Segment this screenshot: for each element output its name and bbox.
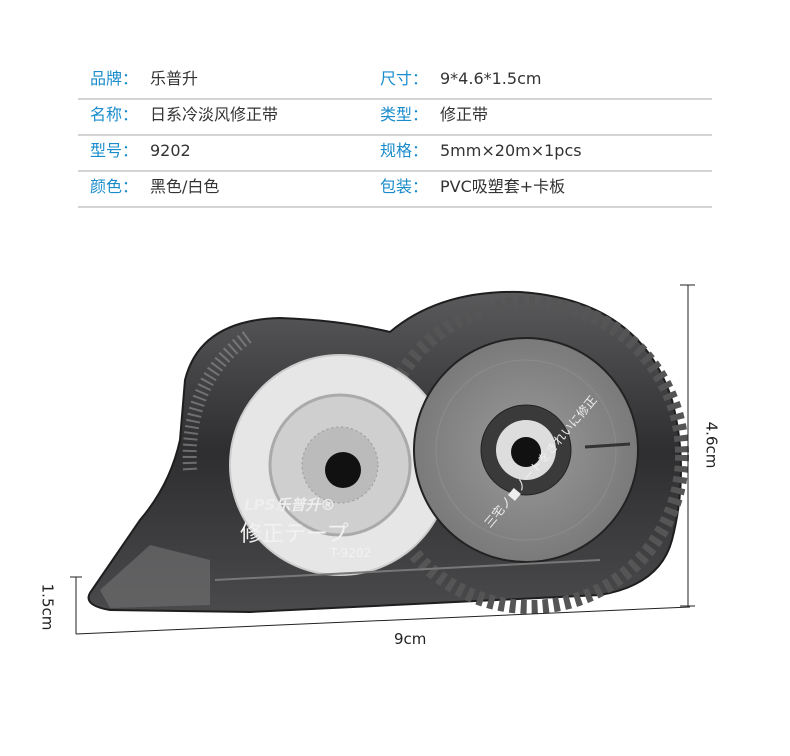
spec-value: 黑色/白色 (150, 177, 220, 196)
length-dimension: 9cm (394, 630, 427, 648)
spec-label: 名称： (90, 105, 139, 124)
dimension-lines (70, 284, 695, 635)
spec-value: 修正带 (440, 105, 489, 124)
spec-value: 5mm×20m×1pcs (440, 141, 582, 160)
thickness-dimension: 1.5cm (38, 583, 57, 631)
model-text: T-9202 (330, 546, 372, 560)
spec-label: 规格： (380, 141, 429, 160)
height-dimension: 4.6cm (702, 421, 721, 469)
spec-value: 日系冷淡风修正带 (150, 105, 279, 124)
spec-value: 9202 (150, 141, 191, 160)
spec-row-4: 颜色： 黑色/白色 包装： PVC吸塑套+卡板 (78, 170, 712, 208)
product-name-text: 修正テープ (240, 522, 349, 547)
nozzle (100, 545, 210, 608)
spec-value: PVC吸塑套+卡板 (440, 177, 566, 196)
spec-row-2: 名称： 日系冷淡风修正带 类型： 修正带 (78, 98, 712, 136)
spec-row-3: 型号： 9202 规格： 5mm×20m×1pcs (78, 134, 712, 172)
spec-row-1: 品牌： 乐普升 尺寸： 9*4.6*1.5cm (78, 62, 712, 100)
spec-label: 颜色： (90, 177, 139, 196)
spec-label: 尺寸： (380, 69, 429, 88)
spec-label: 品牌： (90, 69, 139, 88)
spec-label: 包装： (380, 177, 429, 196)
spec-value: 乐普升 (150, 69, 199, 88)
spec-label: 型号： (90, 141, 139, 160)
spec-value: 9*4.6*1.5cm (440, 69, 542, 88)
logo-text: LPS乐普升® (244, 496, 336, 514)
spec-label: 类型： (380, 105, 429, 124)
